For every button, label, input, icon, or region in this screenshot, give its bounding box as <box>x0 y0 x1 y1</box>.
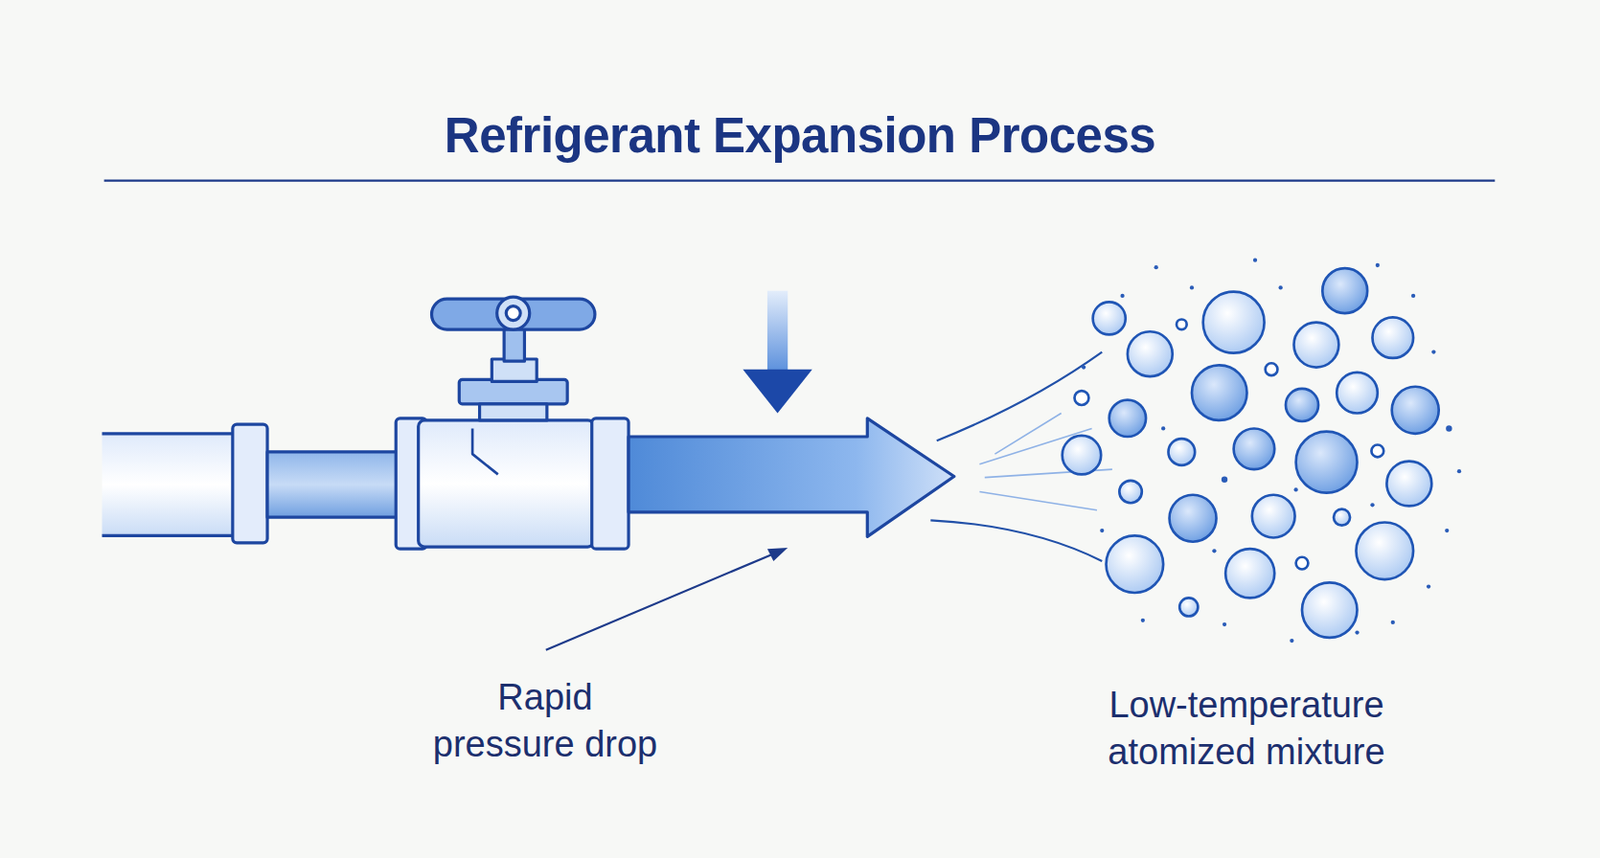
diagram-title: Refrigerant Expansion Process <box>0 107 1600 164</box>
callout-label: Low-temperature atomized mixture <box>1074 682 1419 778</box>
callout-label: Rapid pressure drop <box>427 674 663 770</box>
